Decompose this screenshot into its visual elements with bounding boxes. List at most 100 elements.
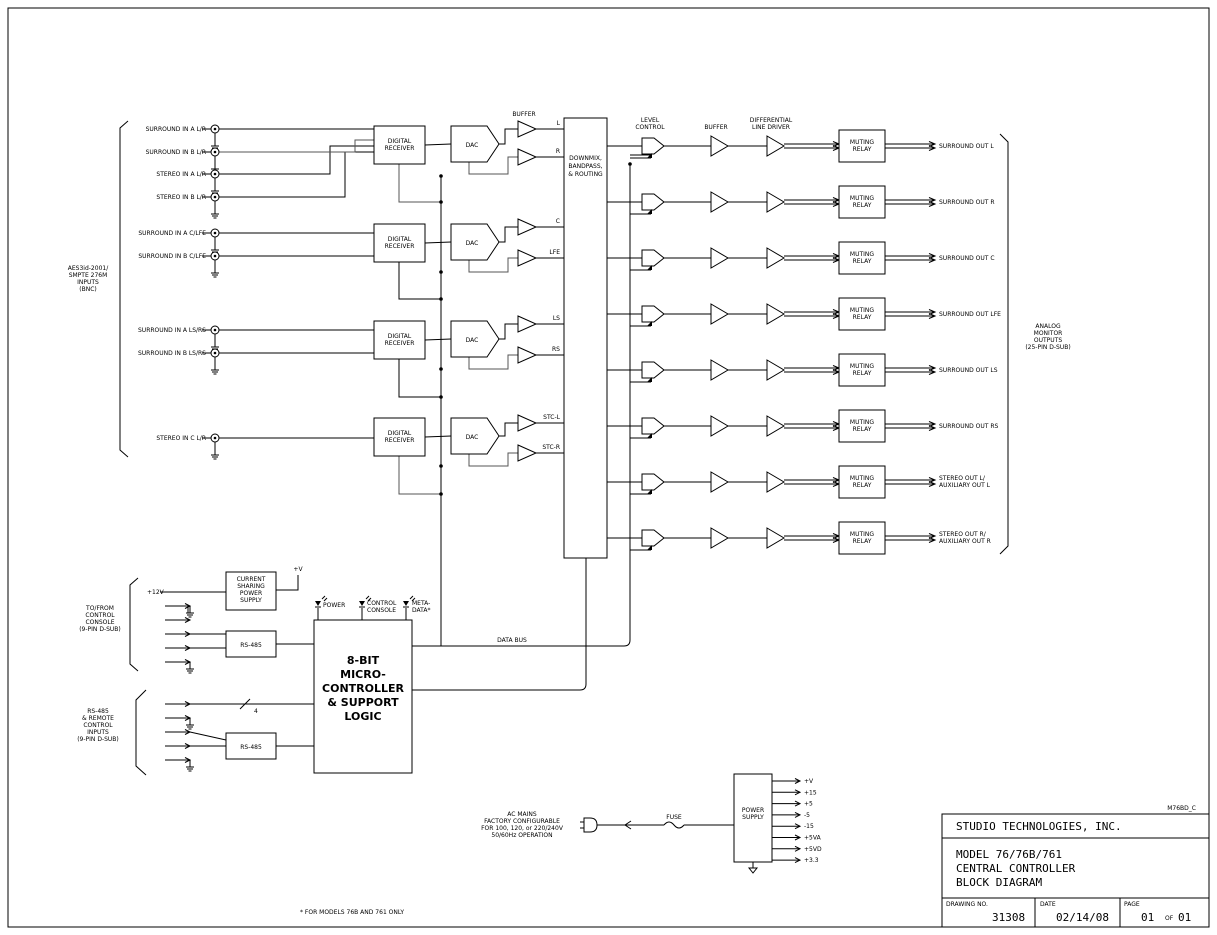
amplifier-icon — [766, 527, 785, 549]
power-rail-label: -5 — [804, 812, 810, 819]
muting-relay-block — [838, 241, 886, 275]
amplifier-icon — [710, 191, 729, 213]
channel-label: RS — [552, 346, 560, 353]
arrow-icon — [928, 141, 937, 147]
arrow-icon — [928, 257, 937, 263]
amplifier-icon — [710, 527, 729, 549]
power-supply-block — [733, 773, 773, 863]
wire — [219, 145, 374, 175]
drawing-border — [7, 7, 1210, 928]
wire — [499, 226, 518, 243]
power-rail-label: -15 — [804, 823, 814, 830]
page-of: OF — [1165, 915, 1174, 922]
amplifier-icon — [710, 415, 729, 437]
power-rail-label: +5VA — [804, 835, 822, 842]
channel-label: STC-L — [543, 414, 560, 421]
receiver-label: DIGITAL — [388, 333, 412, 340]
power-supply-label: SUPPLY — [742, 814, 764, 821]
input-label: STEREO IN A L/R — [156, 171, 206, 178]
microcontroller-label: MICRO- — [340, 668, 386, 681]
microcontroller-label: & SUPPORT — [327, 696, 399, 709]
control-arrow-icon — [647, 321, 652, 326]
current-sharing-label: POWER — [240, 590, 262, 597]
wire — [499, 323, 518, 340]
control-arrow-icon — [647, 209, 652, 214]
junction-dot — [439, 270, 443, 274]
output-label: SURROUND OUT RS — [939, 423, 999, 430]
buffer-label: BUFFER — [704, 124, 727, 131]
muting-relay-block — [838, 353, 886, 387]
remote-label: INPUTS — [87, 729, 109, 736]
level-control-block — [641, 361, 665, 379]
led-icon — [359, 601, 365, 606]
output-group-bracket — [999, 133, 1009, 555]
company-name: STUDIO TECHNOLOGIES, INC. — [956, 820, 1122, 833]
amplifier-icon — [710, 247, 729, 269]
rs485-label: RS-485 — [240, 642, 262, 649]
bnc-connector-icon — [213, 436, 217, 440]
junction-dot — [628, 162, 632, 166]
dac-block — [450, 223, 500, 261]
level-control-block — [641, 193, 665, 211]
arrow-icon — [928, 313, 937, 319]
led-icon — [403, 601, 409, 606]
console-label: CONSOLE — [85, 619, 114, 626]
output-label: SURROUND OUT R — [939, 199, 995, 206]
led-label: POWER — [323, 602, 345, 609]
muting-relay-label: RELAY — [853, 314, 872, 321]
digital-receiver-block — [373, 417, 426, 457]
wire — [409, 595, 414, 600]
channel-label: LS — [553, 315, 560, 322]
muting-relay-block — [838, 465, 886, 499]
line-driver-label: DIFFERENTIAL — [750, 117, 793, 124]
wire — [367, 597, 372, 602]
bnc-connector-icon — [213, 254, 217, 258]
level-control-label: LEVEL — [641, 117, 660, 124]
level-control-label: CONTROL — [635, 124, 665, 131]
wire — [276, 575, 299, 591]
muting-relay-label: RELAY — [853, 482, 872, 489]
junction-dot — [439, 367, 443, 371]
arrow-icon — [928, 425, 937, 431]
remote-bracket — [135, 689, 147, 776]
title-block-frame — [941, 813, 1210, 928]
wire — [411, 597, 416, 602]
channel-label: R — [556, 148, 560, 155]
page-total: 01 — [1178, 911, 1191, 924]
dac-block — [450, 320, 500, 358]
output-group-label: (25-PIN D-SUB) — [1025, 344, 1070, 351]
remote-label: RS-485 — [87, 708, 109, 715]
bnc-connector-icon — [213, 351, 217, 355]
wire — [219, 152, 346, 198]
arrow-icon — [928, 481, 937, 487]
arrow-icon — [928, 309, 937, 315]
power-supply-label: POWER — [742, 807, 764, 814]
wire — [365, 595, 370, 600]
channel-label: STC-R — [542, 444, 560, 451]
amplifier-icon — [517, 444, 538, 462]
control-arrow-icon — [647, 545, 652, 550]
amplifier-icon — [766, 415, 785, 437]
arrow-icon — [928, 477, 937, 483]
arrow-icon — [794, 789, 802, 796]
output-label: AUXILIARY OUT R — [939, 538, 991, 545]
receiver-label: RECEIVER — [385, 437, 415, 444]
ground-icon — [747, 867, 759, 874]
line-driver-label: LINE DRIVER — [752, 124, 790, 131]
control-arrow-icon — [647, 265, 652, 270]
current-sharing-label: SUPPLY — [240, 597, 262, 604]
wire — [468, 354, 518, 370]
amplifier-icon — [710, 135, 729, 157]
wire — [398, 164, 441, 203]
date-label: DATE — [1040, 901, 1056, 908]
wire — [219, 139, 374, 153]
input-label: SURROUND IN A L/R — [146, 126, 206, 133]
bnc-connector-icon — [213, 328, 217, 332]
output-label: SURROUND OUT L — [939, 143, 994, 150]
ac-mains-label: FACTORY CONFIGURABLE — [484, 818, 560, 825]
input-group-label: AES3id-2001/ — [68, 265, 109, 272]
wire — [412, 640, 442, 647]
input-label: SURROUND IN B LS/RS — [138, 350, 206, 357]
arrow-icon — [624, 820, 632, 830]
muting-relay-block — [838, 297, 886, 331]
